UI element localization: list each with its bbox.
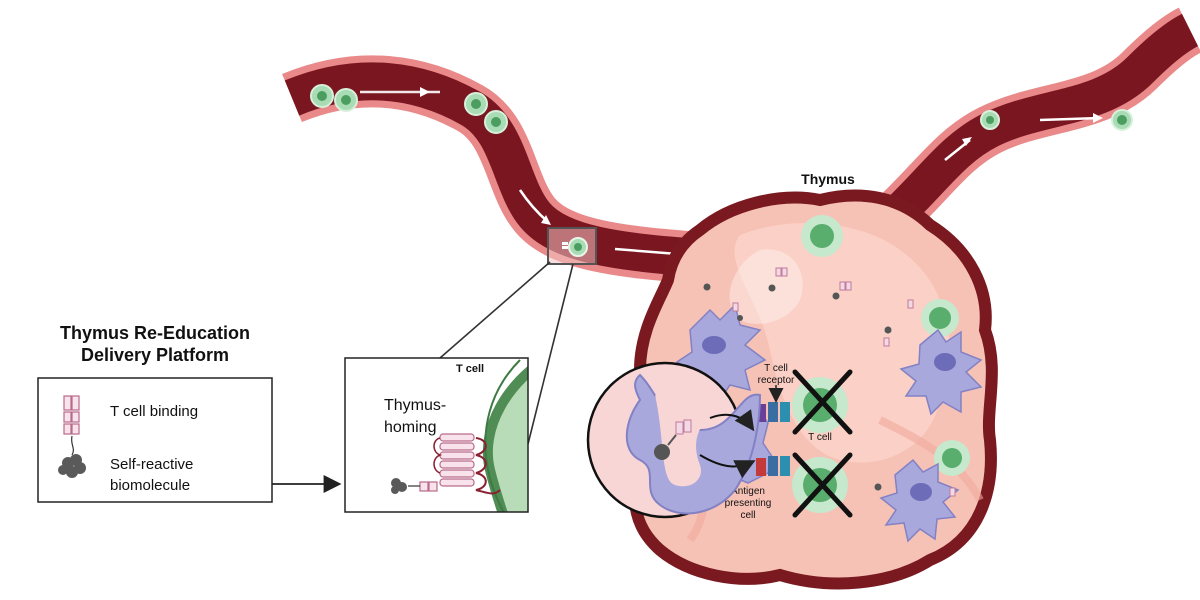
tcr-label-line1: T cell <box>764 363 788 374</box>
scattered-biomolecules <box>703 267 956 497</box>
tcell-receptor-complexes <box>756 402 790 476</box>
uptake-inset <box>586 361 762 519</box>
tcell-binding-linker <box>70 435 75 456</box>
zoom-panel <box>344 357 529 513</box>
apc-label-line1: Antigen <box>731 486 765 497</box>
self-reactive-biomolecule-icon <box>58 454 86 478</box>
blood-vessel-right <box>871 7 1200 241</box>
apc-label-line2: presenting <box>725 498 772 509</box>
vessel-zoom-region <box>547 227 597 265</box>
tcr-label-line2: receptor <box>758 375 795 386</box>
apc-nuclei <box>702 336 956 501</box>
zoom-tcell-label: T cell <box>456 363 484 375</box>
tcells-in-vessel <box>310 84 1133 134</box>
thymus-tcells <box>801 215 970 476</box>
zoom-line-right <box>527 263 574 445</box>
tcell-binding-icon <box>63 395 80 435</box>
thymus-homing-construct <box>391 433 501 495</box>
thymus-label: Thymus <box>801 171 855 187</box>
zoom-line-left <box>439 261 551 359</box>
platform-title-line1: Thymus Re-Education <box>60 323 250 343</box>
blood-vessel-left <box>282 55 702 284</box>
deletion-x-marks <box>792 369 853 518</box>
thymus-homing-line1: Thymus- <box>384 397 446 414</box>
legend-tcell-binding: T cell binding <box>110 403 198 420</box>
apc-label-line3: cell <box>740 510 755 521</box>
legend-biomolecule-line1: Self-reactive <box>110 456 193 473</box>
inset-molecule <box>654 419 692 460</box>
thymus-homing-line2: homing <box>384 419 436 436</box>
legend-biomolecule-line2: biomolecule <box>110 477 190 494</box>
thymus-tcell-label: T cell <box>808 432 832 443</box>
platform-title-line2: Delivery Platform <box>81 345 229 365</box>
